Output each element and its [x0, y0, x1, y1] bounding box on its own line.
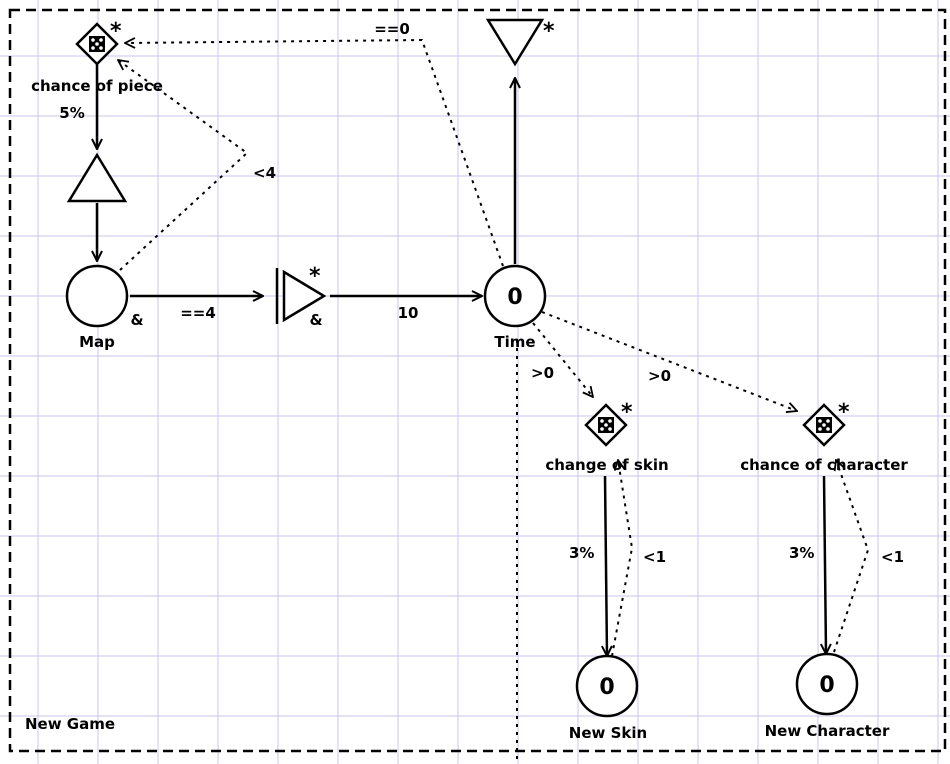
- character-label: chance of character: [740, 456, 908, 474]
- time-pool-circle: [483, 264, 547, 328]
- label-skin-rate: 3%: [569, 544, 594, 562]
- converter-node[interactable]: * &: [275, 264, 327, 329]
- new-skin-label: New Skin: [569, 724, 647, 742]
- label-time-to-character: >0: [648, 367, 671, 385]
- edge-time-to-chance: [125, 40, 504, 267]
- edge-skin-to-newskin: [605, 475, 607, 656]
- converter-star: *: [309, 264, 321, 289]
- new-character-node[interactable]: 0 New Character: [765, 652, 890, 740]
- label-character-back: <1: [881, 548, 904, 566]
- edge-newcharacter-to-character: [833, 460, 870, 653]
- label-skin-back: <1: [643, 548, 666, 566]
- new-skin-node[interactable]: 0 New Skin: [569, 654, 647, 742]
- edge-character-to-newcharacter: [824, 475, 826, 654]
- edge-labels: ==4 10 <4 ==0 >0 >0 3% <1 3% <1: [180, 20, 904, 566]
- chance-piece-label: chance of piece: [31, 77, 163, 95]
- edge-map-to-chance: [118, 60, 249, 271]
- time-value: 0: [507, 285, 522, 310]
- solid-edges: [97, 60, 826, 656]
- drain-star: *: [543, 19, 555, 44]
- converter-amp: &: [309, 311, 322, 329]
- edge-newskin-to-skin: [611, 460, 634, 657]
- label-character-rate: 3%: [789, 544, 814, 562]
- triangle-down-icon: [485, 18, 545, 67]
- map-pool-circle: [65, 264, 129, 328]
- drain-node[interactable]: *: [485, 18, 555, 67]
- label-converter-to-time: 10: [398, 304, 419, 322]
- new-skin-pool-circle: [575, 654, 639, 718]
- triangle-up-icon: [66, 152, 128, 203]
- new-skin-value: 0: [599, 675, 614, 700]
- chance-of-piece-node[interactable]: * chance of piece 5%: [31, 19, 163, 122]
- edge-time-to-character: [541, 311, 797, 411]
- skin-label: change of skin: [545, 456, 668, 474]
- chance-piece-star: *: [110, 19, 122, 44]
- chance-piece-value: 5%: [59, 104, 84, 122]
- change-of-skin-node[interactable]: * change of skin: [545, 400, 668, 474]
- outer-frame: [8, 8, 947, 753]
- pool-triangle-node[interactable]: [66, 152, 128, 203]
- map-label: Map: [79, 333, 115, 351]
- chance-of-character-node[interactable]: * chance of character: [740, 400, 908, 474]
- edge-time-to-skin: [532, 322, 593, 397]
- map-amp: &: [130, 311, 143, 329]
- label-map-to-chance: <4: [253, 164, 276, 182]
- label-map-to-converter: ==4: [180, 304, 216, 322]
- map-node[interactable]: & Map: [65, 264, 144, 351]
- label-time-to-chance: ==0: [374, 20, 410, 38]
- skin-star: *: [621, 400, 633, 425]
- new-character-pool-circle: [795, 652, 859, 716]
- label-time-to-skin: >0: [531, 364, 554, 382]
- new-character-label: New Character: [765, 722, 890, 740]
- dotted-edges: [118, 40, 870, 657]
- character-star: *: [838, 400, 850, 425]
- group-label: New Game: [25, 715, 115, 733]
- time-node[interactable]: 0 Time: [483, 264, 547, 351]
- converter-triangle-icon: [282, 269, 327, 323]
- new-character-value: 0: [819, 673, 834, 698]
- time-label: Time: [494, 333, 535, 351]
